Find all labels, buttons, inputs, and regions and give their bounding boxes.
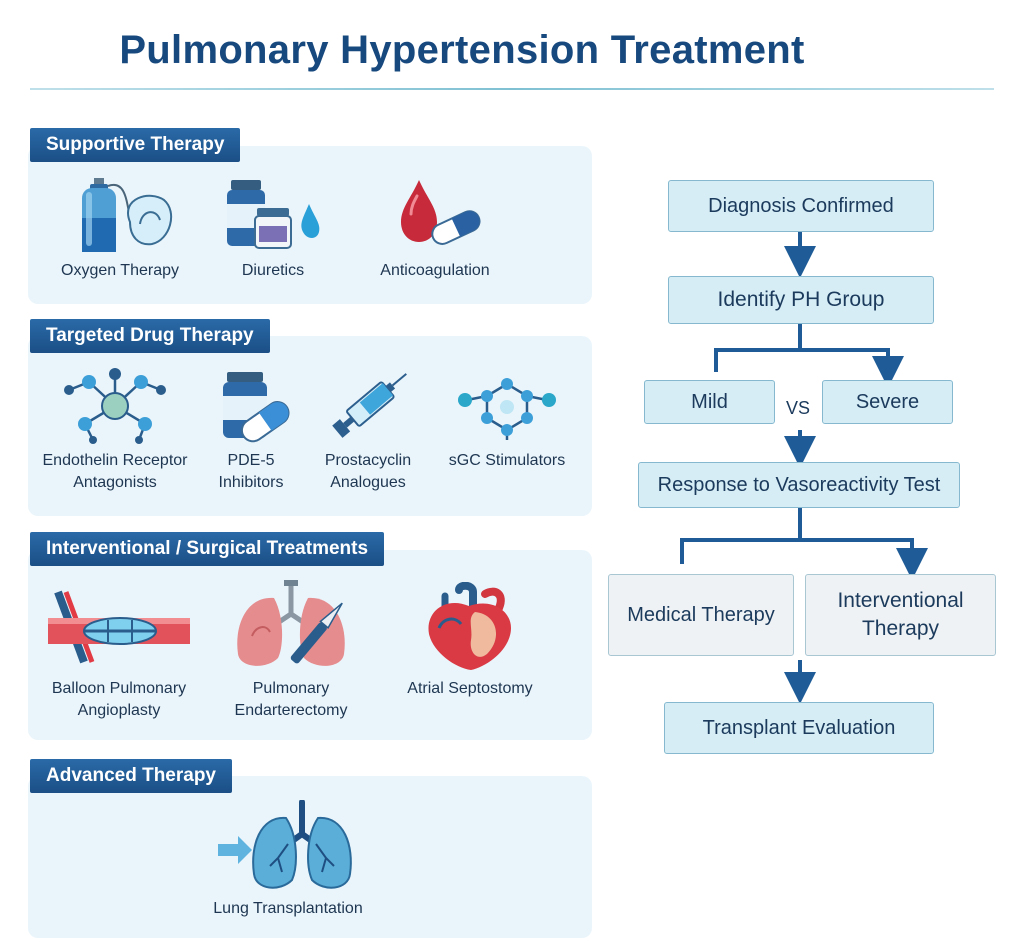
anticoagulation-item: Anticoagulation	[360, 174, 510, 282]
arrow-response-heads	[680, 558, 912, 564]
ring-molecule-icon	[458, 378, 556, 440]
pde5-item: PDE-5 Inhibitors	[196, 366, 306, 494]
endarterectomy-label-line1: Pulmonary	[252, 680, 330, 697]
syringe-icon	[332, 373, 407, 438]
flow-transplant-evaluation: Transplant Evaluation	[664, 702, 934, 754]
flow-vs-label: VS	[786, 398, 811, 418]
lung-transplantation-label: Lung Transplantation	[213, 900, 363, 917]
prostacyclin-label-line2: Analogues	[330, 474, 406, 491]
flow-interventional-line1: Interventional	[837, 589, 964, 612]
pde5-label-line1: PDE-5	[227, 452, 275, 469]
flow-interventional-line2: Therapy	[861, 617, 940, 640]
oxygen-therapy-item: Oxygen Therapy	[50, 174, 190, 282]
flow-severe: Severe	[822, 380, 953, 424]
endarterectomy-item: Pulmonary Endarterectomy	[218, 576, 364, 722]
arrow-split-heads	[714, 364, 888, 372]
lungs-icon	[218, 800, 352, 889]
sgc-item: sGC Stimulators	[432, 366, 582, 472]
atrial-septostomy-label: Atrial Septostomy	[407, 680, 533, 697]
oxygen-tank-icon	[82, 178, 173, 252]
flow-vasoreactivity-response: Response to Vasoreactivity Test	[638, 462, 960, 508]
pde5-label-line2: Inhibitors	[218, 474, 284, 491]
anticoagulation-label: Anticoagulation	[380, 262, 490, 279]
vessel-balloon-icon	[48, 590, 190, 664]
lung-transplantation-item: Lung Transplantation	[180, 800, 396, 920]
diuretics-item: Diuretics	[213, 174, 333, 282]
arrow-response-split	[680, 508, 914, 560]
atrial-septostomy-item: Atrial Septostomy	[390, 582, 550, 700]
endarterectomy-label-line2: Endarterectomy	[234, 702, 348, 719]
targeted-heading: Targeted Drug Therapy	[30, 319, 270, 353]
flow-medical-therapy: Medical Therapy	[608, 574, 794, 656]
endothelin-item: Endothelin Receptor Antagonists	[30, 366, 200, 494]
sgc-label: sGC Stimulators	[448, 452, 566, 469]
balloon-label-line1: Balloon Pulmonary	[51, 680, 187, 697]
prostacyclin-item: Prostacyclin Analogues	[312, 366, 424, 494]
arrow-identify-split	[714, 324, 890, 366]
title-divider	[30, 88, 994, 90]
balloon-angioplasty-item: Balloon Pulmonary Angioplasty	[36, 582, 202, 722]
pill-bottle-capsule-icon	[223, 372, 290, 443]
diuretics-label: Diuretics	[241, 262, 305, 279]
molecule-icon	[64, 368, 166, 444]
flow-diagnosis-confirmed: Diagnosis Confirmed	[668, 180, 934, 232]
flow-identify-ph-group: Identify PH Group	[668, 276, 934, 324]
heart-icon	[428, 582, 511, 670]
oxygen-therapy-label: Oxygen Therapy	[61, 262, 179, 279]
endothelin-label-line1: Endothelin Receptor	[42, 452, 188, 469]
supportive-heading: Supportive Therapy	[30, 128, 241, 162]
diuretics-pills-icon	[227, 180, 320, 249]
balloon-label-line2: Angioplasty	[77, 702, 161, 719]
blood-drop-capsule-icon	[401, 180, 481, 245]
prostacyclin-label-line1: Prostacyclin	[324, 452, 412, 469]
page-title: Pulmonary Hypertension Treatment	[119, 28, 805, 72]
interventional-heading: Interventional / Surgical Treatments	[30, 532, 385, 566]
endothelin-label-line2: Antagonists	[73, 474, 157, 491]
advanced-heading: Advanced Therapy	[30, 759, 232, 793]
flow-mild: Mild	[644, 380, 775, 424]
lungs-scalpel-icon	[237, 580, 345, 666]
